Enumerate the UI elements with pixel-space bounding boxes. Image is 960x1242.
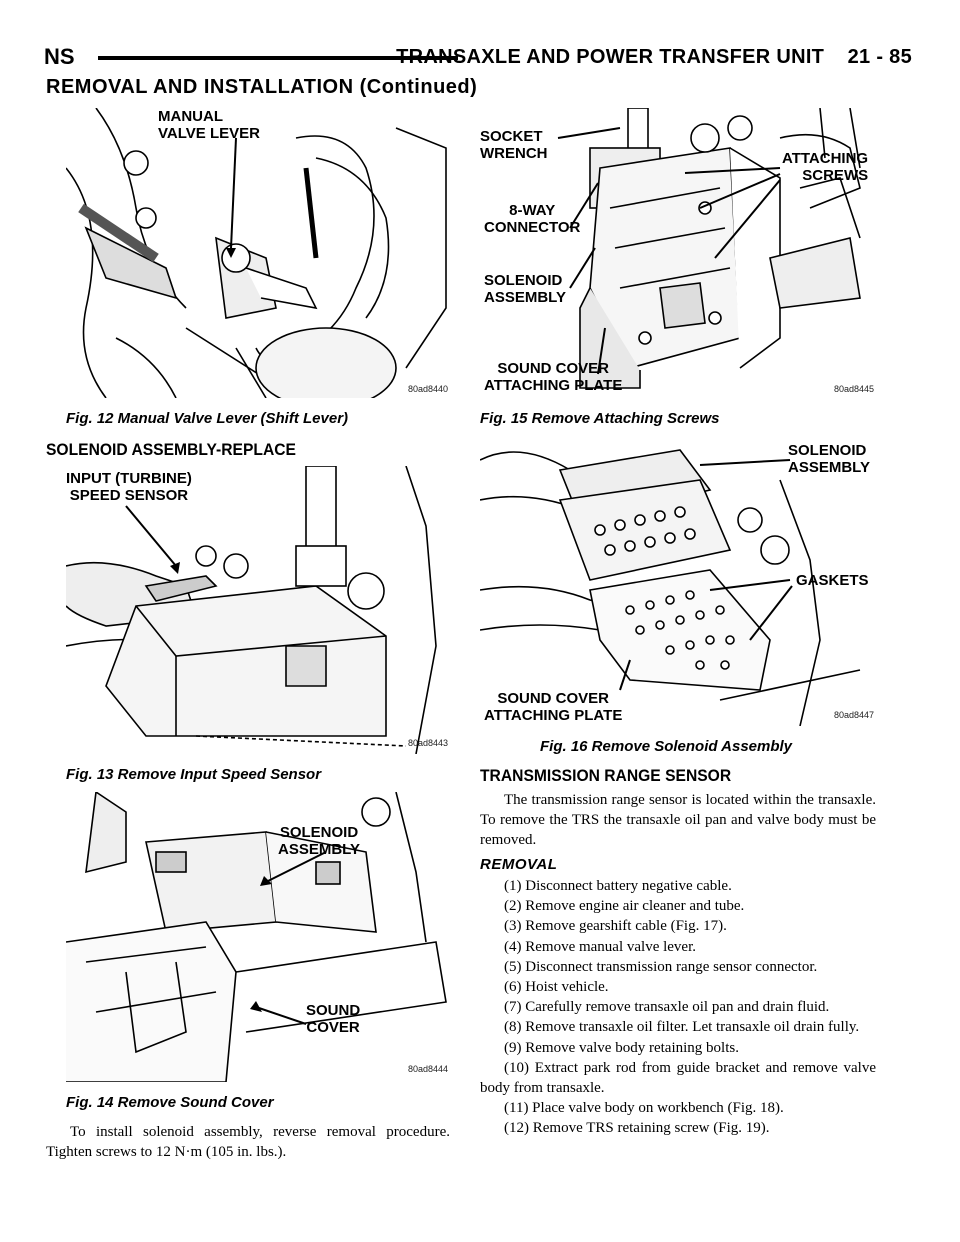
input-speed-sensor-drawing: [66, 466, 437, 754]
callout-solenoid-assembly-16: SOLENOID ASSEMBLY: [788, 442, 870, 476]
header-rule: [98, 56, 458, 60]
removal-step: (10) Extract park rod from guide bracket…: [480, 1059, 876, 1097]
figure-14-caption: Fig. 14 Remove Sound Cover: [66, 1094, 274, 1111]
continued-title: REMOVAL AND INSTALLATION (Continued): [46, 76, 478, 98]
figure-15-caption: Fig. 15 Remove Attaching Screws: [480, 410, 720, 427]
trs-intro: The transmission range sensor is located…: [480, 792, 876, 848]
callout-attaching-screws: ATTACHING SCREWS: [782, 150, 869, 184]
callout-solenoid-assembly-15: SOLENOID ASSEMBLY: [484, 272, 566, 306]
install-instruction: To install solenoid assembly, reverse re…: [46, 1124, 450, 1160]
callout-manual-valve-lever: MANUAL VALVE LEVER: [158, 108, 260, 142]
callout-sound-cover-attaching-plate-16: SOUND COVER ATTACHING PLATE: [484, 690, 623, 724]
removal-step: (9) Remove valve body retaining bolts.: [504, 1039, 739, 1056]
figure-13-id: 80ad8443: [408, 738, 449, 748]
header-section-code: NS: [44, 44, 75, 69]
figure-13-illustration: INPUT (TURBINE) SPEED SENSOR 80ad8443: [66, 466, 452, 754]
removal-step: (3) Remove gearshift cable (Fig. 17).: [504, 918, 727, 935]
removal-step: (5) Disconnect transmission range sensor…: [504, 958, 818, 975]
callout-gaskets: GASKETS: [796, 572, 869, 589]
figure-14-id: 80ad8444: [408, 1064, 449, 1074]
removal-step: (1) Disconnect battery negative cable.: [504, 878, 732, 894]
section-title-solenoid-replace: SOLENOID ASSEMBLY-REPLACE: [46, 440, 296, 459]
figure-16-id: 80ad8447: [834, 710, 875, 720]
remove-solenoid-assembly-drawing: [480, 449, 861, 726]
figure-15-illustration: SOCKET WRENCH 8-WAY CONNECTOR SOLENOID A…: [480, 108, 880, 398]
removal-heading: REMOVAL: [480, 856, 558, 873]
removal-step: (12) Remove TRS retaining screw (Fig. 19…: [504, 1120, 770, 1137]
callout-sound-cover: SOUND COVER: [306, 1002, 361, 1036]
figure-12-id: 80ad8440: [408, 384, 449, 394]
callout-socket-wrench: SOCKET WRENCH: [480, 128, 548, 162]
figure-15-id: 80ad8445: [834, 384, 875, 394]
figure-12-illustration: MANUAL VALVE LEVER 80ad8440: [66, 108, 452, 398]
figure-13-caption: Fig. 13 Remove Input Speed Sensor: [66, 766, 322, 783]
header-chapter-title: TRANSAXLE AND POWER TRANSFER UNIT 21 - 8…: [396, 46, 912, 68]
removal-step: (7) Carefully remove transaxle oil pan a…: [504, 999, 830, 1016]
removal-step: (4) Remove manual valve lever.: [504, 938, 697, 955]
figure-12-caption: Fig. 12 Manual Valve Lever (Shift Lever): [66, 410, 349, 427]
callout-8-way-connector: 8-WAY CONNECTOR: [484, 202, 581, 236]
attaching-screws-drawing: [557, 108, 861, 389]
removal-step: (2) Remove engine air cleaner and tube.: [504, 898, 745, 915]
removal-step: (6) Hoist vehicle.: [504, 979, 609, 996]
removal-steps: (1) Disconnect battery negative cable. (…: [480, 876, 876, 1139]
callout-sound-cover-attaching-plate-15: SOUND COVER ATTACHING PLATE: [484, 360, 623, 394]
figure-14-illustration: SOLENOID ASSEMBLY SOUND COVER 80ad8444: [66, 792, 452, 1082]
manual-valve-lever-drawing: [66, 108, 447, 398]
section-title-transmission-range-sensor: TRANSMISSION RANGE SENSOR: [480, 766, 732, 785]
figure-16-illustration: SOLENOID ASSEMBLY GASKETS SOUND COVER AT…: [480, 440, 880, 726]
figure-16-caption: Fig. 16 Remove Solenoid Assembly: [540, 738, 793, 755]
removal-step: (8) Remove transaxle oil filter. Let tra…: [504, 1019, 860, 1036]
callout-input-speed-sensor: INPUT (TURBINE) SPEED SENSOR: [66, 470, 192, 504]
removal-step: (11) Place valve body on workbench (Fig.…: [504, 1100, 784, 1117]
sound-cover-drawing: [66, 792, 447, 1082]
callout-solenoid-assembly: SOLENOID ASSEMBLY: [278, 824, 360, 858]
